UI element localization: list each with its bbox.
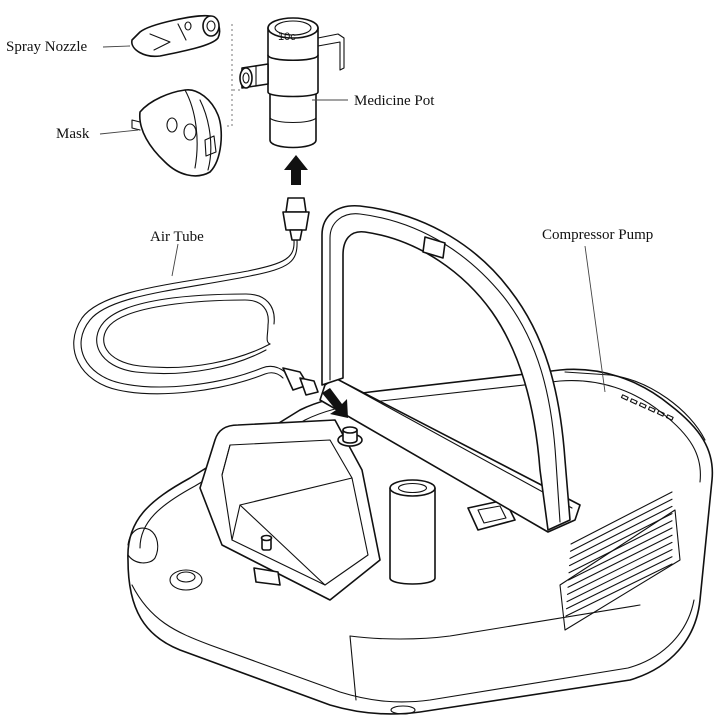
arrow-down-to-outlet: [322, 388, 348, 418]
vent-slot: [567, 534, 673, 588]
vent-slot: [569, 505, 673, 559]
medicine-pot-drawing: [226, 17, 345, 149]
mask-drawing: [131, 89, 223, 177]
vent-slots: [565, 491, 673, 617]
spray-nozzle-drawing: [131, 14, 221, 58]
compressor-pump-drawing: [127, 205, 714, 715]
top-vent-slot: [647, 406, 656, 413]
label-mask: Mask: [56, 126, 90, 142]
top-vent-slot: [620, 394, 629, 401]
vent-slot: [566, 541, 673, 595]
label-compressor-pump: Compressor Pump: [542, 227, 654, 243]
vent-slot: [567, 527, 673, 581]
label-spray-nozzle: Spray Nozzle: [6, 39, 88, 55]
top-vent-slot: [629, 398, 638, 405]
air-tube-drawing: [73, 197, 319, 396]
vent-slot: [566, 549, 673, 603]
label-air-tube: Air Tube: [150, 229, 204, 245]
top-vent-slot: [656, 410, 665, 417]
medicine-pot-scale-marking: 10c: [278, 31, 296, 43]
top-vent-slots: [620, 394, 674, 421]
vent-slot: [569, 498, 673, 552]
leader-lines: [99, 45, 606, 393]
vent-slot: [565, 563, 673, 617]
vent-slot: [570, 491, 673, 545]
top-vent-slot: [665, 414, 674, 421]
vent-slot: [565, 556, 673, 610]
arrow-up-to-pot: [284, 155, 308, 185]
vent-slot: [568, 520, 673, 574]
vent-slot: [568, 513, 673, 567]
label-medicine-pot: Medicine Pot: [354, 93, 435, 109]
top-vent-slot: [638, 402, 647, 409]
